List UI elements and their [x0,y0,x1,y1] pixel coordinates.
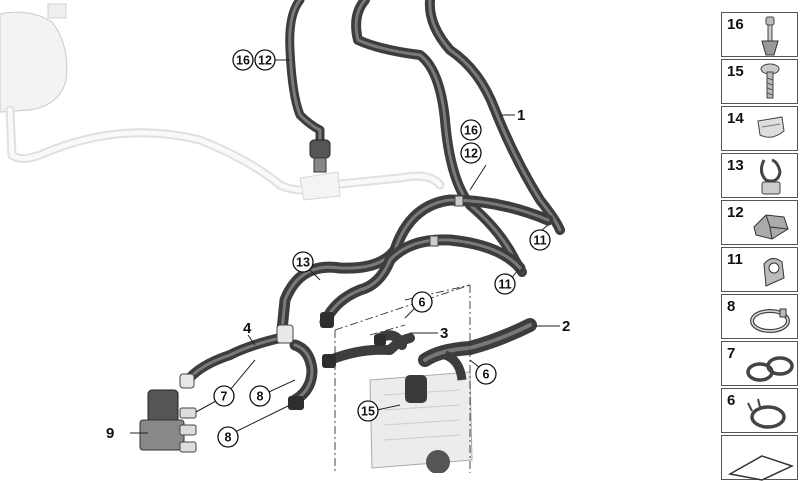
part-cell-6[interactable]: 6 [721,388,798,433]
svg-text:8: 8 [257,390,264,404]
double-clamp-icon [746,356,794,382]
hose-clamp-icon [750,308,790,333]
svg-text:6: 6 [483,368,490,382]
hose-clip-icon [763,258,785,287]
spring-clip-icon [757,116,785,138]
part-cell-14[interactable]: 14 [721,106,798,151]
svg-text:12: 12 [258,54,272,68]
callout-1: 1 [517,107,525,124]
hose-connector-upper [309,139,331,173]
hose-middle [276,194,554,336]
svg-text:12: 12 [464,147,478,161]
svg-text:6: 6 [419,296,426,310]
part-number: 14 [727,110,744,127]
svg-text:13: 13 [296,256,310,270]
parts-panel: 16 15 14 13 12 1 [721,12,800,481]
part-cell-16[interactable]: 16 [721,12,798,57]
svg-text:16: 16 [464,124,478,138]
coolant-pump-faded [369,350,473,473]
part-cell-11[interactable]: 11 [721,247,798,292]
svg-text:8: 8 [225,431,232,445]
circle-callout-6a: 6 [411,291,433,313]
part-cell-12[interactable]: 12 [721,200,798,245]
expansion-tank-faded [0,3,445,201]
part-cell-15[interactable]: 15 [721,59,798,104]
callout-3: 3 [440,325,448,342]
callout-9: 9 [106,425,114,442]
svg-text:16: 16 [236,54,250,68]
part-number: 11 [727,251,743,268]
part-number: 12 [727,204,744,221]
circle-callout-7: 7 [213,385,235,407]
hose-connectors [179,195,464,410]
circle-callout-12b: 12 [460,142,482,164]
part-number: 13 [727,157,744,174]
hose-right [375,318,537,367]
hose-holder-icon [759,158,782,195]
part-cell-7[interactable]: 7 [721,341,798,386]
circle-callout-8a: 8 [249,385,271,407]
hose-upper [285,0,565,277]
spring-clamp-icon [747,398,786,429]
svg-text:7: 7 [221,390,228,404]
double-clip-icon [753,214,789,240]
part-number: 15 [727,63,744,80]
circle-callout-11a: 11 [529,229,551,251]
svg-text:15: 15 [361,405,375,419]
circle-callout-6b: 6 [475,363,497,385]
pin-clip-icon [761,16,779,56]
circled-callouts: 16 12 16 12 11 11 13 6 6 7 8 8 15 [213,49,551,448]
circle-callout-11b: 11 [494,273,516,295]
circle-callout-8b: 8 [217,426,239,448]
circle-callout-12a: 12 [254,49,276,71]
screw-icon [760,63,780,99]
part-cell-gasket[interactable] [721,435,798,481]
grouping-lines [334,284,471,473]
circle-callout-16a: 16 [232,49,254,71]
part-number: 8 [727,298,736,315]
gasket-icon [727,455,795,481]
callout-4: 4 [243,320,252,337]
callout-2: 2 [562,318,570,335]
part-cell-8[interactable]: 8 [721,294,798,339]
svg-text:11: 11 [533,234,546,248]
circle-callout-13: 13 [292,251,314,273]
part-number: 6 [727,392,736,409]
part-number: 16 [727,16,744,33]
callout-numbers: 1 2 3 4 9 [106,107,570,442]
valve-assembly [139,389,197,453]
svg-text:11: 11 [498,278,511,292]
circle-callout-15: 15 [357,400,379,422]
circle-callout-16b: 16 [460,119,482,141]
part-cell-13[interactable]: 13 [721,153,798,198]
part-number: 7 [727,345,736,362]
